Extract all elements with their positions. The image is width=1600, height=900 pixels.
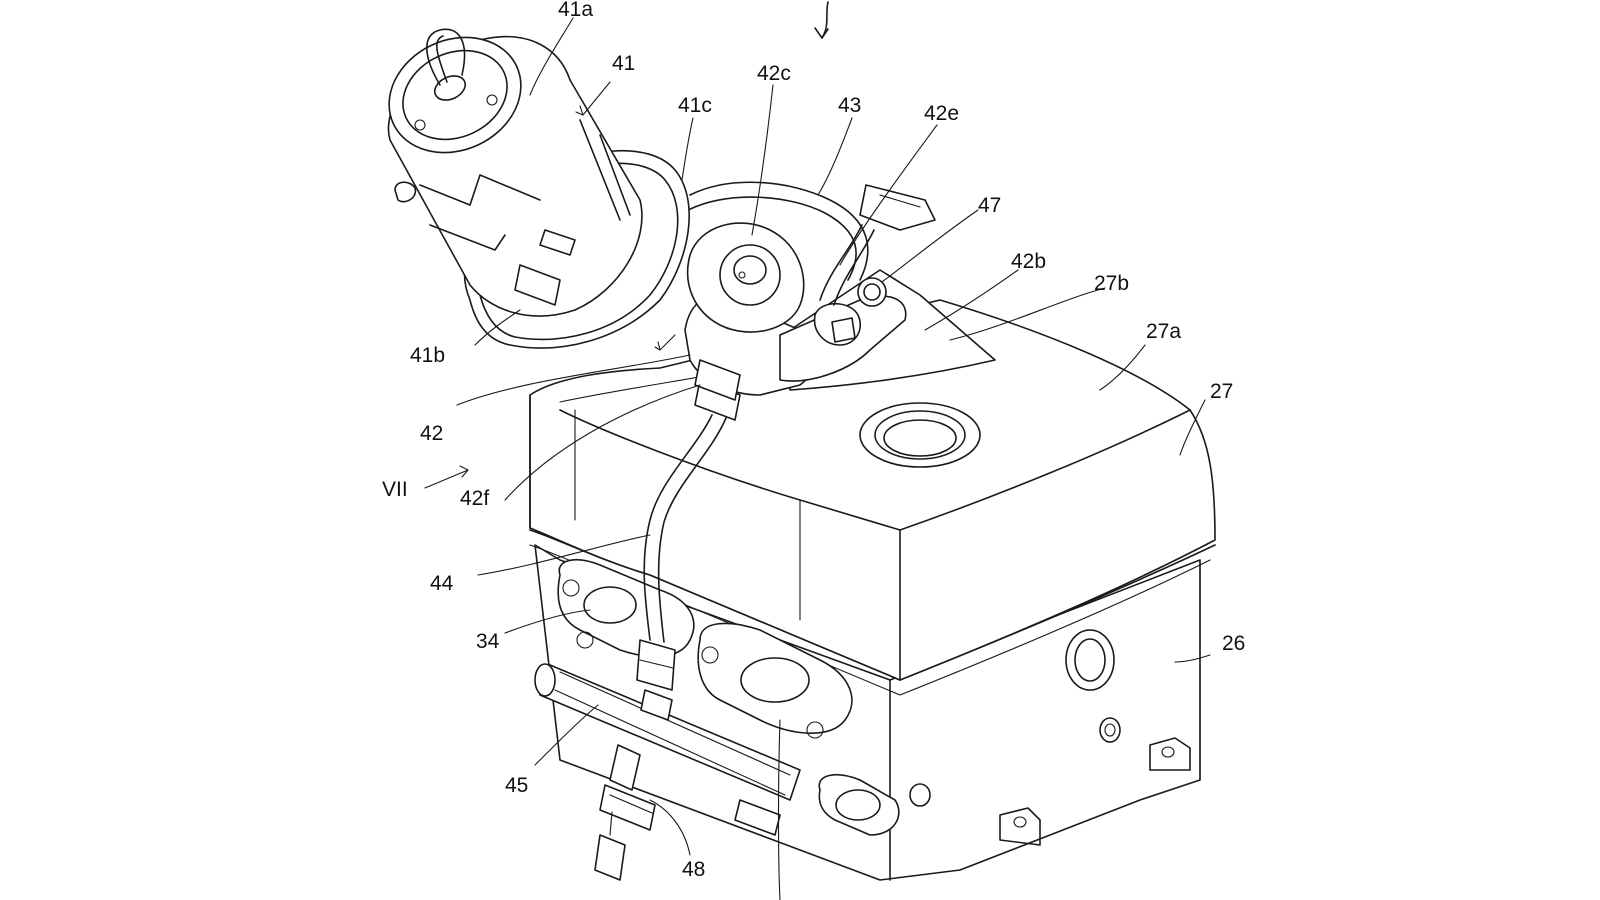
fuel-rail-45 bbox=[534, 663, 801, 881]
label-41a: 41a bbox=[558, 0, 593, 21]
label-42f: 42f bbox=[460, 487, 489, 510]
label-26: 26 bbox=[1222, 632, 1245, 655]
label-34: 34 bbox=[476, 630, 500, 653]
label-42c: 42c bbox=[757, 62, 791, 85]
cylinder-head-26 bbox=[534, 544, 1201, 881]
label-41c: 41c bbox=[678, 94, 712, 117]
intake-ports-34 bbox=[557, 559, 900, 836]
label-42e: 42e bbox=[924, 102, 959, 125]
label-48: 48 bbox=[682, 858, 705, 881]
label-41b: 41b bbox=[410, 344, 445, 367]
label-VII: VII bbox=[382, 478, 408, 501]
label-44: 44 bbox=[430, 572, 454, 595]
label-42: 42 bbox=[420, 422, 443, 445]
reference-labels: 41a 41 41c 42c 43 42e 47 42b 27b 27a 27 … bbox=[382, 0, 1245, 881]
label-47: 47 bbox=[978, 194, 1001, 217]
label-45: 45 bbox=[505, 774, 528, 797]
harness-43-outer bbox=[687, 196, 857, 281]
label-41: 41 bbox=[612, 52, 635, 75]
view-arrow-top-head bbox=[814, 27, 829, 39]
label-27a: 27a bbox=[1146, 320, 1181, 343]
label-27b: 27b bbox=[1094, 272, 1129, 295]
fuel-pump-42 bbox=[684, 184, 936, 401]
pump-motor-41 bbox=[387, 28, 690, 349]
harness-43 bbox=[689, 181, 869, 281]
label-42b: 42b bbox=[1011, 250, 1046, 273]
label-27: 27 bbox=[1210, 380, 1233, 403]
leader-lines bbox=[424, 17, 1211, 900]
label-43: 43 bbox=[838, 94, 861, 117]
